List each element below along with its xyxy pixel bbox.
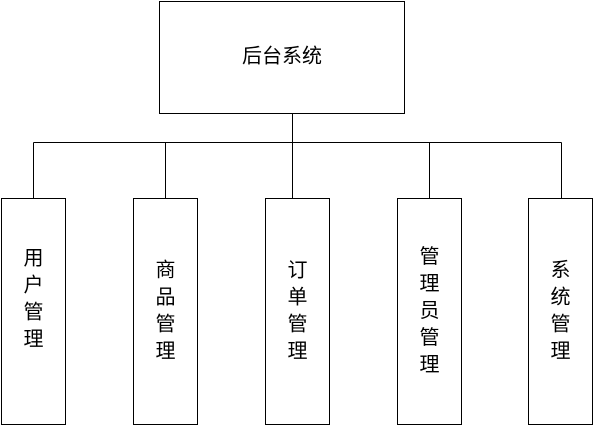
child-node-label: 用户管理 <box>24 246 44 351</box>
child-nodes-group: 用户管理 商品管理 订单管理 管理员管理 系统管理 <box>1 142 593 425</box>
child-node-box <box>265 198 330 425</box>
child-node-label: 商品管理 <box>156 258 176 363</box>
child-node-label: 系统管理 <box>551 258 571 363</box>
root-node-box <box>159 1 405 114</box>
child-node-box <box>133 198 198 425</box>
child-node-box <box>397 198 462 425</box>
child-node-label: 管理员管理 <box>420 244 440 376</box>
child-node-label: 订单管理 <box>288 258 308 363</box>
child-node-box <box>528 198 593 425</box>
root-node-label: 后台系统 <box>242 44 322 68</box>
child-node-box <box>1 198 66 425</box>
